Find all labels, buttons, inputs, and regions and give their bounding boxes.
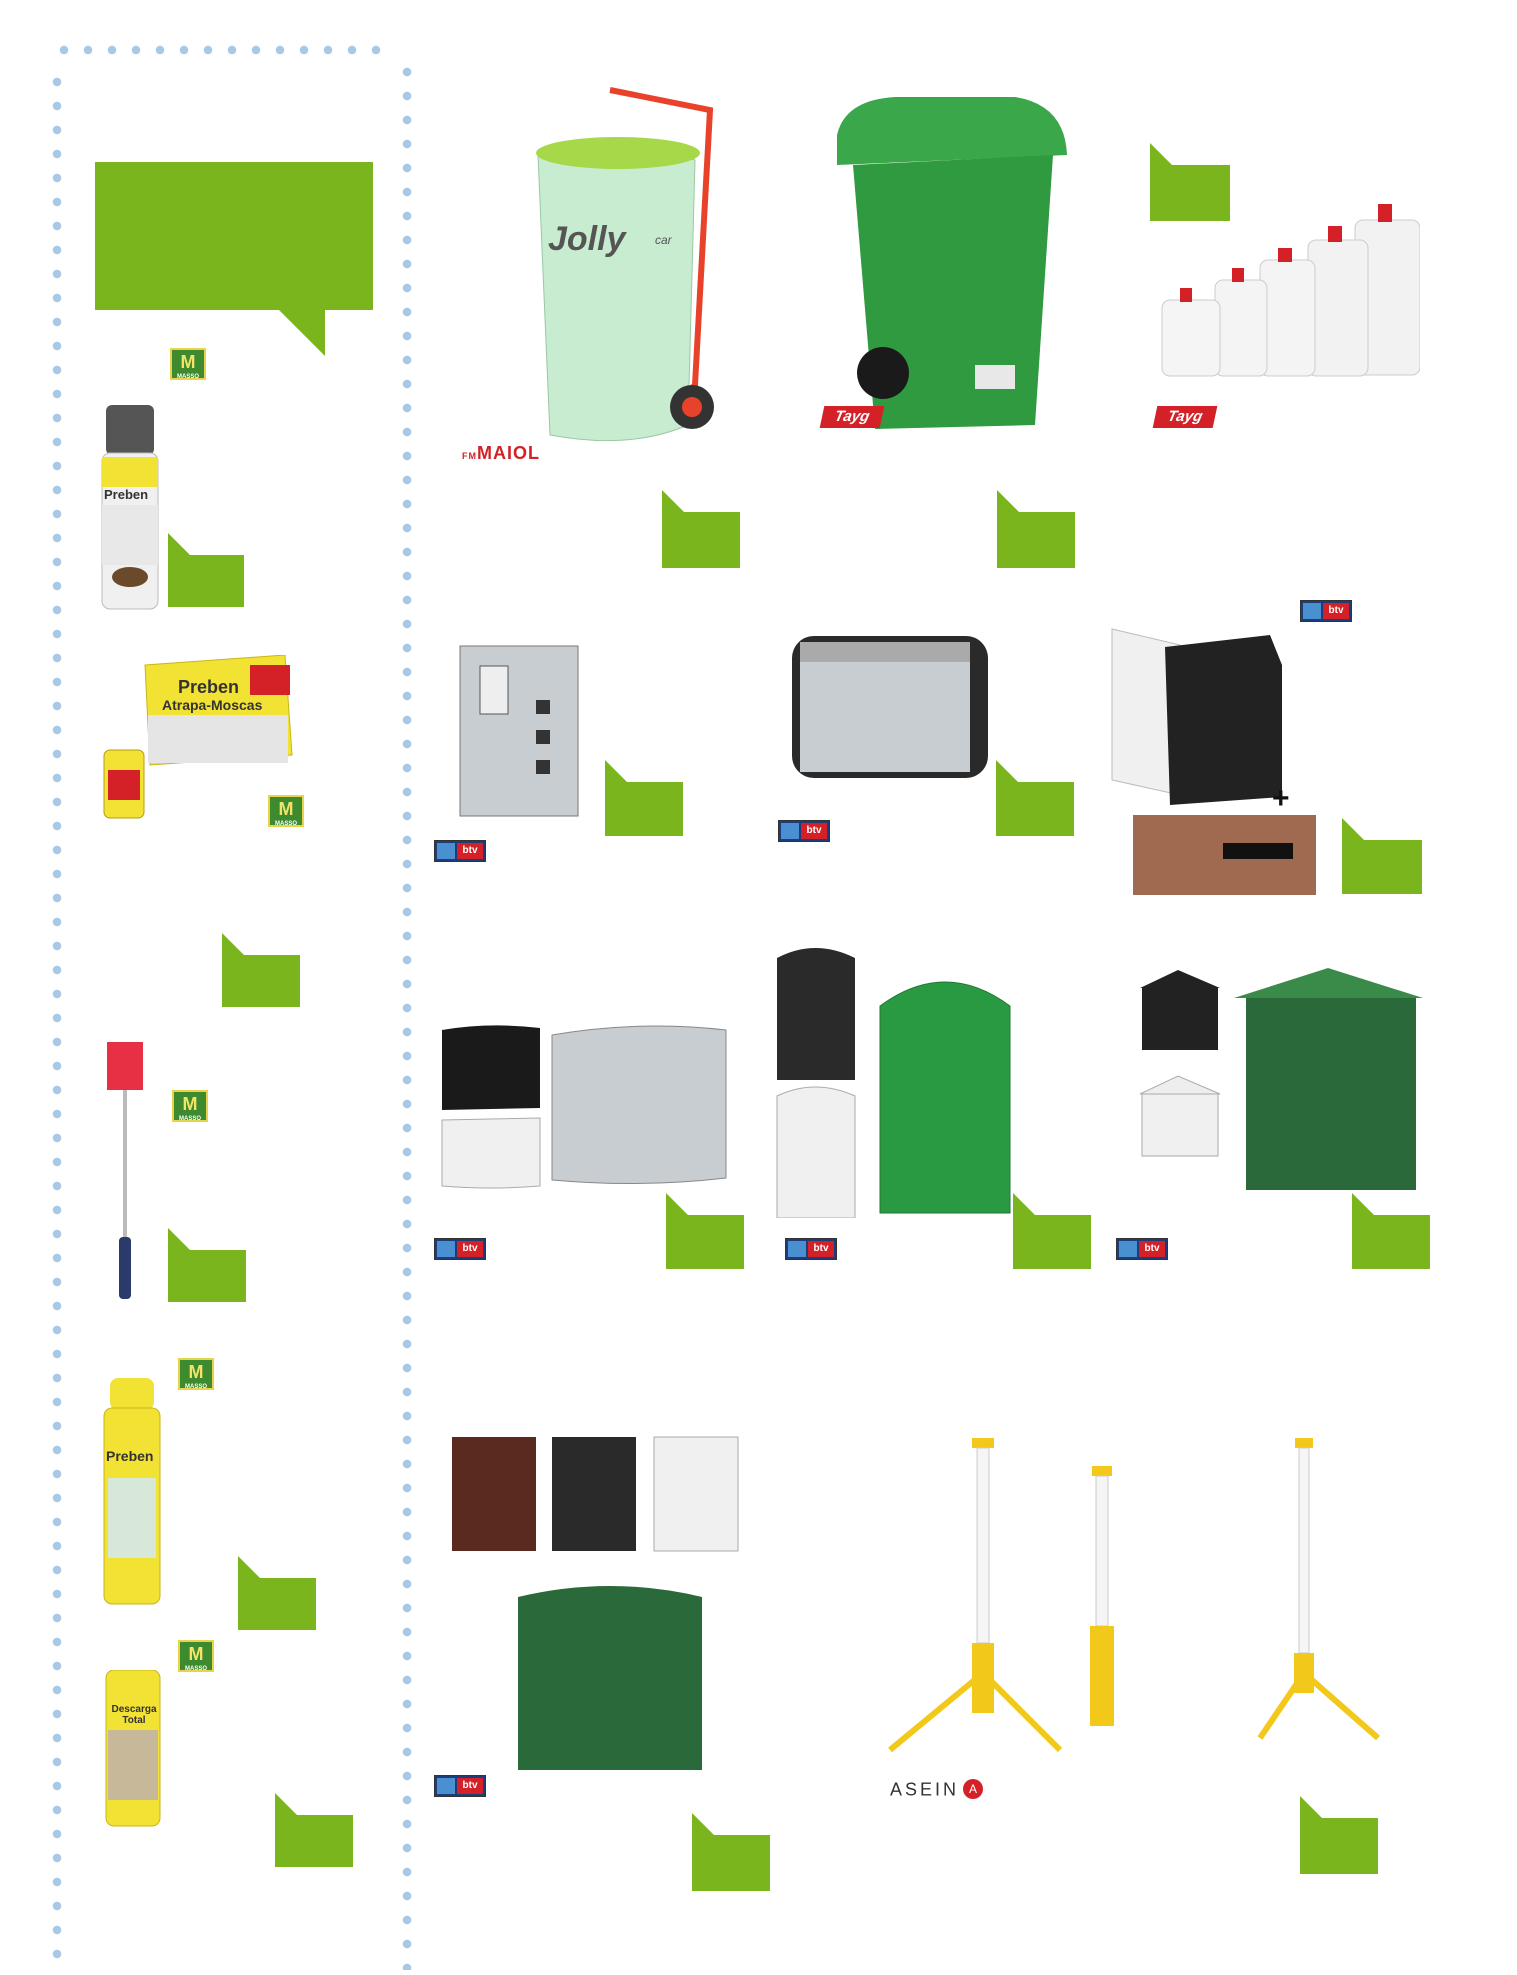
insecticide-spray-product: Descarga Total bbox=[104, 1669, 162, 1830]
price-tag bbox=[1352, 1193, 1430, 1269]
price-tag bbox=[666, 1193, 744, 1269]
price-tag bbox=[275, 1793, 353, 1867]
dotted-border-top bbox=[52, 45, 388, 55]
product-label: Descarga Total bbox=[111, 1704, 157, 1726]
dotted-border-right bbox=[402, 60, 412, 1970]
water-jugs-product bbox=[1160, 200, 1421, 380]
price-tag bbox=[222, 933, 300, 1007]
btv-logo: btv bbox=[1300, 600, 1352, 622]
btv-logo: btv bbox=[434, 1238, 486, 1260]
product-sublabel: car bbox=[655, 233, 672, 247]
tripod-work-light-product bbox=[880, 1438, 1390, 1758]
tayg-logo: Tayg bbox=[819, 406, 885, 428]
steel-mailbox-product bbox=[790, 632, 990, 782]
product-sublabel: Atrapa-Moscas bbox=[162, 697, 263, 713]
price-tag bbox=[692, 1813, 770, 1891]
product-label: Preben bbox=[106, 1448, 154, 1464]
round-mailbox-product bbox=[440, 1020, 730, 1190]
roofed-mailbox-product bbox=[1138, 968, 1423, 1193]
dotted-border-left bbox=[52, 70, 62, 1970]
product-label: Preben bbox=[178, 677, 240, 697]
section-title-bubble bbox=[95, 162, 373, 356]
plus-icon: + bbox=[1272, 782, 1290, 815]
insecticide-spray-product: Preben bbox=[100, 405, 160, 613]
btv-logo: btv bbox=[434, 1775, 486, 1797]
price-tag bbox=[605, 760, 683, 836]
maiol-logo: FMMAIOL bbox=[462, 443, 540, 463]
btv-logo: btv bbox=[785, 1238, 837, 1260]
wall-mailbox-product bbox=[1110, 625, 1285, 805]
product-label: Preben bbox=[104, 487, 149, 502]
fly-swatter-product bbox=[105, 1042, 145, 1302]
price-tag bbox=[662, 490, 740, 568]
price-tag bbox=[168, 1228, 246, 1302]
price-tag bbox=[1013, 1193, 1091, 1269]
product-label: Jolly bbox=[548, 220, 626, 258]
insecticide-spray-product: Preben bbox=[102, 1378, 162, 1608]
price-tag bbox=[238, 1556, 316, 1630]
fly-trap-product: Preben Atrapa-Moscas bbox=[100, 654, 300, 820]
price-tag bbox=[996, 760, 1074, 836]
btv-logo: btv bbox=[1116, 1238, 1168, 1260]
ornate-mailbox-product bbox=[775, 938, 1025, 1219]
price-tag bbox=[1150, 143, 1230, 221]
steel-mailbox-product bbox=[458, 640, 580, 820]
wheeled-trash-bin-product bbox=[835, 95, 1070, 435]
btv-logo: btv bbox=[778, 820, 830, 842]
price-tag bbox=[1342, 818, 1422, 894]
btv-logo: btv bbox=[434, 840, 486, 862]
garden-bag-cart-product: Jolly car bbox=[520, 85, 720, 455]
price-tag bbox=[997, 490, 1075, 568]
price-tag bbox=[1300, 1796, 1378, 1874]
price-tag bbox=[168, 533, 244, 607]
mail-slot-photo bbox=[1133, 815, 1316, 895]
tayg-logo: Tayg bbox=[1152, 406, 1218, 428]
mailbox-set-product bbox=[450, 1435, 740, 1775]
